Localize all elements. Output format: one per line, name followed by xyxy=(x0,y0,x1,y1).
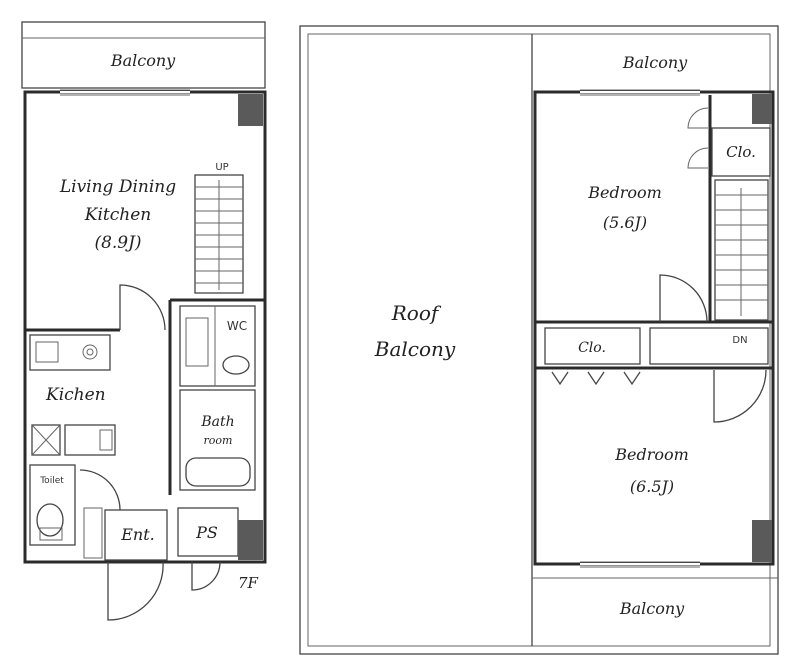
ldk-size: (8.9J) xyxy=(94,233,141,253)
kitchen-label: Kichen xyxy=(45,385,106,405)
ldk-label-line2: Kitchen xyxy=(84,205,151,225)
balcony-bottom-label: Balcony xyxy=(619,599,685,618)
outer-boundary-upper xyxy=(299,25,779,655)
roof-balcony-label-line2: Balcony xyxy=(374,337,456,361)
entrance-label: Ent. xyxy=(120,525,155,544)
stairs-down xyxy=(714,179,769,321)
closet2 xyxy=(544,327,641,365)
closet2-label: Clo. xyxy=(578,340,606,356)
floor-number: 7F xyxy=(238,574,259,592)
door-bedroom2 xyxy=(713,369,767,423)
bedroom2-label: Bedroom xyxy=(614,445,689,464)
ldk-label-line1: Living Dining xyxy=(59,177,176,197)
closet1-label: Clo. xyxy=(726,143,756,161)
stairs-up-label: UP xyxy=(215,162,228,173)
kitchen-counter xyxy=(29,334,111,371)
toilet-room xyxy=(29,464,76,546)
bath-label-line1: Bath xyxy=(200,414,234,430)
floor-plan-upper: Roof Balcony Balcony Bedroom (5.6J) Clo. xyxy=(299,25,779,655)
bathroom xyxy=(179,389,256,491)
bedroom2-size: (6.5J) xyxy=(630,477,674,496)
balcony-label-7f: Balcony xyxy=(110,51,176,70)
stairs-down-label: DN xyxy=(732,335,747,346)
door-bedroom1 xyxy=(659,274,708,323)
entrance-area xyxy=(104,509,168,561)
stairs-up: UP xyxy=(194,162,244,294)
wc-room xyxy=(179,305,256,387)
bedroom1-size: (5.6J) xyxy=(603,213,647,232)
bath-label-line2: room xyxy=(204,434,233,447)
door-ldk xyxy=(119,284,166,331)
bedroom1-label: Bedroom xyxy=(587,183,662,202)
door-entrance xyxy=(107,561,164,621)
floor-plan-7f: Balcony Living Dining Kitchen (8.9J) UP xyxy=(21,21,267,621)
roof-balcony-label-line1: Roof xyxy=(391,301,442,325)
closet1 xyxy=(711,127,771,177)
toilet-label: Toilet xyxy=(39,476,64,486)
ps-label: PS xyxy=(195,523,218,542)
wc-label: WC xyxy=(227,319,247,333)
balcony-area-7f xyxy=(21,21,266,89)
balcony-top-label: Balcony xyxy=(622,53,688,72)
